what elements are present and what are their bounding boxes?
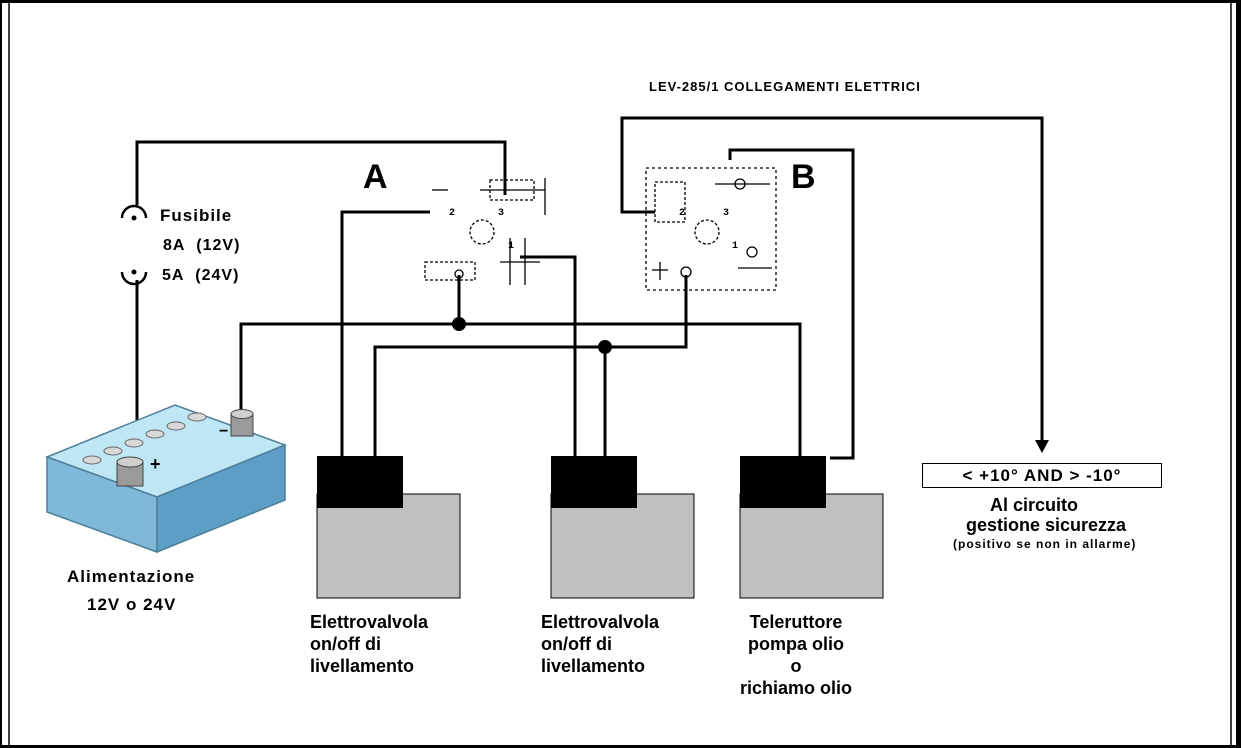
power-supply-label: Alimentazione bbox=[67, 567, 196, 586]
contactor-label: Teleruttore pompa olio o richiamo olio bbox=[740, 612, 853, 698]
fuse-contact-bottom bbox=[131, 269, 137, 275]
wire-fuse-to-relay-a bbox=[135, 140, 507, 205]
positive-post-top bbox=[116, 456, 144, 468]
junction-dot bbox=[452, 317, 466, 331]
safety-label-line-3: (positivo se non in allarme) bbox=[953, 537, 1137, 551]
wire-relay-a-to-valve-2 bbox=[520, 255, 577, 458]
relay-a-label: A bbox=[363, 158, 388, 196]
fuse-symbol-bottom bbox=[120, 271, 148, 286]
fuse-contact-top bbox=[131, 215, 137, 221]
battery-plus-symbol: + bbox=[150, 454, 161, 474]
relay-a-symbol bbox=[424, 178, 546, 285]
wire-relay-b-to-safety bbox=[620, 116, 1044, 440]
wire-relay-b-to-bus-2 bbox=[373, 275, 688, 458]
safety-condition-box: < +10° AND > -10° bbox=[922, 463, 1162, 488]
battery-side bbox=[156, 443, 286, 554]
negative-post-top bbox=[230, 409, 254, 419]
bottom-border bbox=[0, 745, 1241, 748]
battery-minus-symbol: − bbox=[219, 423, 229, 440]
relay-b-symbol bbox=[645, 167, 777, 291]
device-valve-2 bbox=[550, 456, 695, 599]
fuse-symbol-top bbox=[120, 204, 148, 219]
safety-label-line-2: gestione sicurezza bbox=[966, 515, 1127, 535]
battery-caps bbox=[82, 412, 207, 465]
relay-b-terminal-2: 2 bbox=[679, 208, 686, 219]
relay-a-terminal-3: 3 bbox=[498, 208, 505, 219]
wire-common-bus bbox=[239, 322, 802, 458]
junction-dot bbox=[598, 340, 612, 354]
fuse-rating-12v: 8A (12V) bbox=[163, 237, 241, 254]
fuse-rating-24v: 5A (24V) bbox=[162, 267, 240, 284]
battery bbox=[44, 404, 288, 554]
wires bbox=[135, 116, 1044, 462]
top-border bbox=[0, 0, 1241, 3]
relay-b-terminal-3: 3 bbox=[723, 208, 730, 219]
relay-a-terminal-1: 1 bbox=[508, 241, 515, 252]
left-border bbox=[0, 0, 2, 748]
right-border bbox=[1236, 0, 1241, 748]
wire-relay-b-to-contactor bbox=[728, 148, 855, 460]
device-valve-1 bbox=[316, 456, 461, 599]
relay-a-terminal-2: 2 bbox=[449, 208, 456, 219]
safety-label-line-1: Al circuito bbox=[990, 495, 1079, 515]
valve-1-label: Elettrovalvola on/off di livellamento bbox=[310, 612, 429, 676]
diagram-title: LEV-285/1 COLLEGAMENTI ELETTRICI bbox=[649, 79, 921, 94]
relay-b-label: B bbox=[791, 158, 816, 196]
relay-b-terminal-1: 1 bbox=[732, 241, 739, 252]
device-contactor bbox=[739, 456, 884, 599]
wire-relay-a-to-valve-1 bbox=[340, 210, 430, 458]
fuse-label: Fusibile bbox=[160, 206, 233, 225]
power-supply-voltage: 12V o 24V bbox=[87, 595, 177, 614]
safety-arrow-head bbox=[1035, 440, 1049, 453]
valve-2-label: Elettrovalvola on/off di livellamento bbox=[541, 612, 660, 676]
